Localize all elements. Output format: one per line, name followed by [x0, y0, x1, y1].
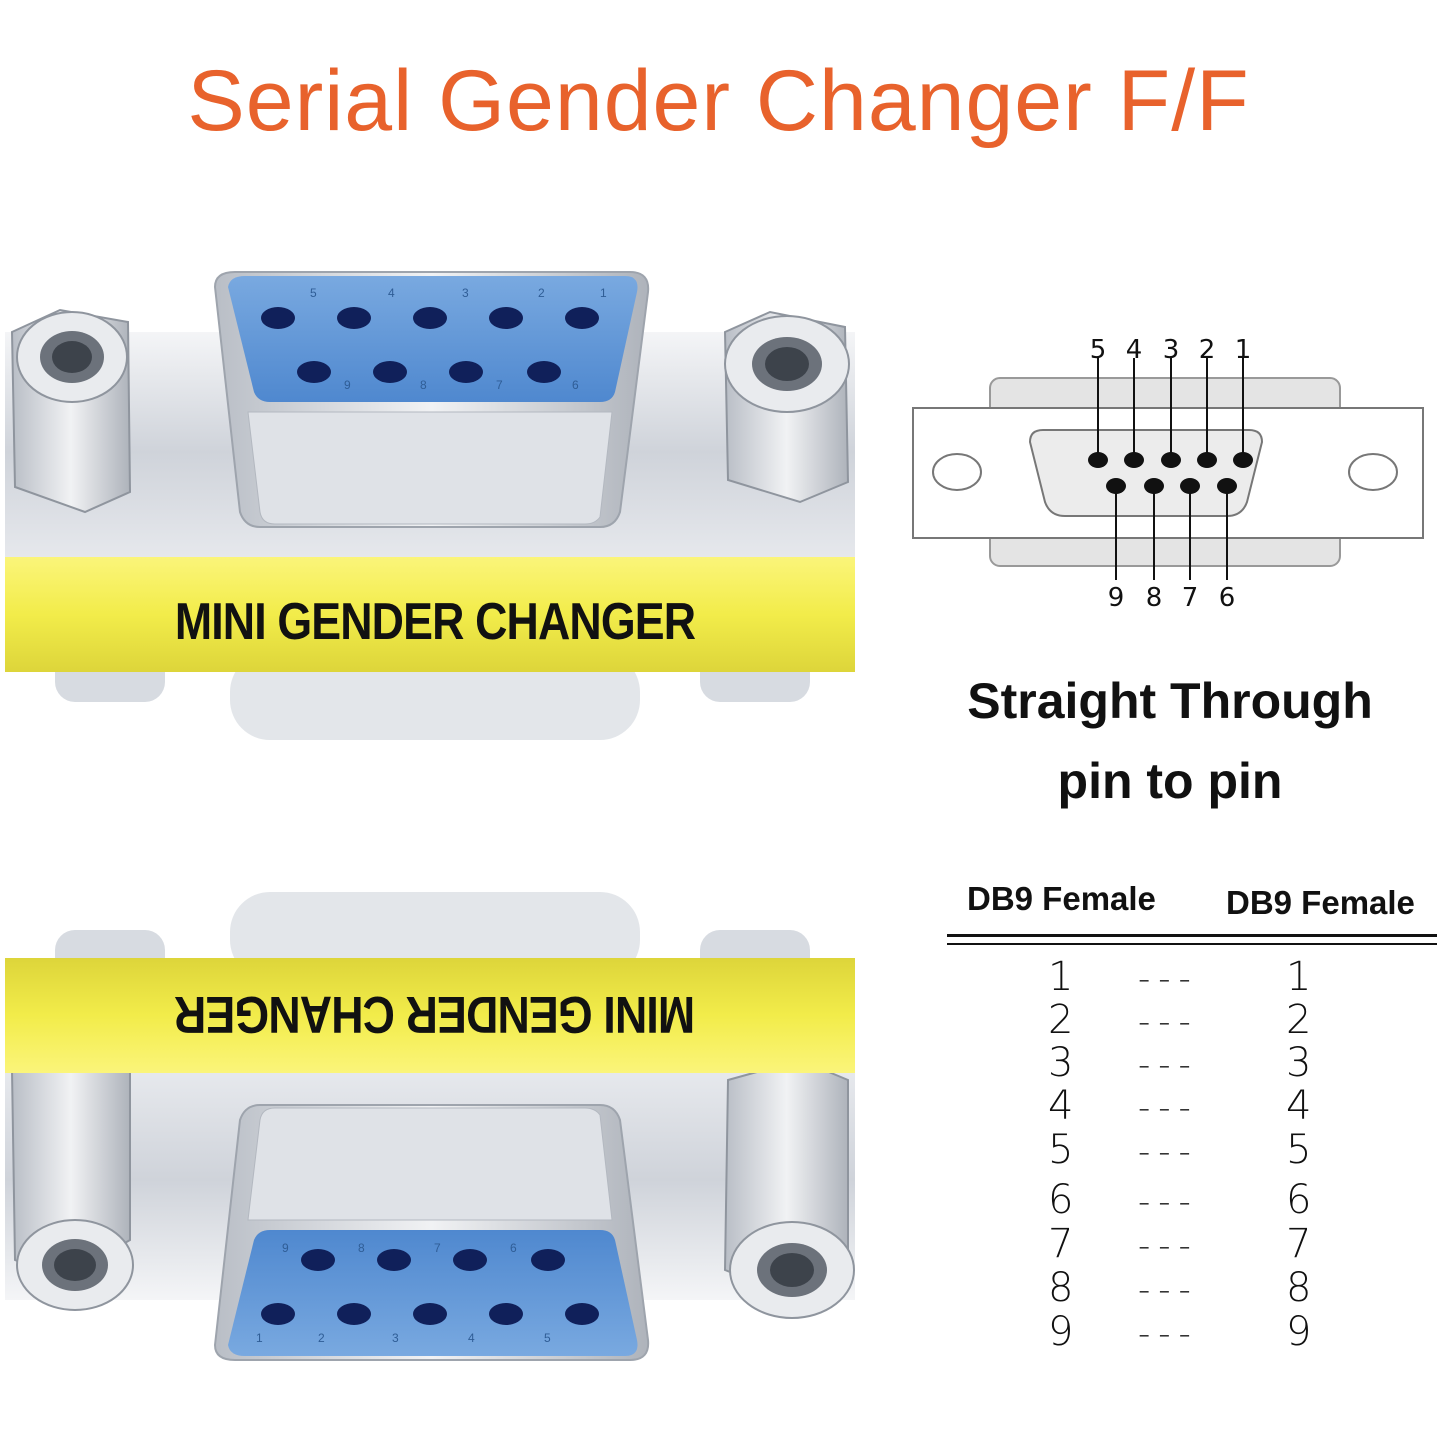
table-cell-separator: --- — [1138, 1045, 1199, 1085]
pinout-label: 5 — [1090, 335, 1107, 365]
svg-text:8: 8 — [420, 378, 427, 392]
table-cell-separator: --- — [1138, 1182, 1199, 1222]
caption-line1: Straight Through — [967, 673, 1373, 729]
table-cell-separator: --- — [1138, 1270, 1199, 1310]
pinout-label: 7 — [1182, 583, 1199, 613]
table-cell-left: 6 — [1048, 1177, 1074, 1223]
table-cell-left: 8 — [1048, 1265, 1074, 1311]
table-cell-left: 4 — [1048, 1083, 1074, 1129]
table-cell-separator: --- — [1138, 1002, 1199, 1042]
pinout-label: 9 — [1108, 583, 1125, 613]
table-cell-right: 2 — [1286, 997, 1312, 1043]
table-cell-right: 8 — [1286, 1265, 1312, 1311]
svg-text:1: 1 — [256, 1331, 263, 1345]
svg-text:6: 6 — [510, 1241, 517, 1255]
gender-changer-top-illustration: 5 4 3 2 1 9 8 7 6 — [5, 271, 855, 740]
svg-text:4: 4 — [388, 286, 395, 300]
svg-text:5: 5 — [544, 1331, 551, 1345]
product-image-top: 5 4 3 2 1 9 8 7 6 MINI GENDER CHANGER — [0, 262, 870, 742]
table-cell-right: 4 — [1286, 1083, 1312, 1129]
table-header-rule — [947, 934, 1437, 937]
table-cell-right: 1 — [1286, 954, 1312, 1000]
table-cell-left: 1 — [1048, 954, 1074, 1000]
svg-text:3: 3 — [462, 286, 469, 300]
table-header-rule — [947, 943, 1437, 945]
table-cell-left: 7 — [1048, 1221, 1074, 1267]
svg-text:5: 5 — [310, 286, 317, 300]
svg-text:9: 9 — [344, 378, 351, 392]
db9-connector-drawing: 5 4 3 2 1 9 8 7 6 — [912, 335, 1424, 613]
table-cell-right: 3 — [1286, 1040, 1312, 1086]
svg-text:7: 7 — [434, 1241, 441, 1255]
gender-changer-bottom-illustration: 9 8 7 6 1 2 3 4 5 — [5, 892, 855, 1361]
table-cell-right: 7 — [1286, 1221, 1312, 1267]
svg-text:4: 4 — [468, 1331, 475, 1345]
svg-text:9: 9 — [282, 1241, 289, 1255]
table-header-right: DB9 Female — [1226, 884, 1415, 921]
table-cell-separator: --- — [1138, 1088, 1199, 1128]
svg-text:6: 6 — [572, 378, 579, 392]
pinout-label: 2 — [1199, 335, 1216, 365]
svg-text:7: 7 — [496, 378, 503, 392]
pinout-label: 3 — [1163, 335, 1180, 365]
band-label-top: MINI GENDER CHANGER — [174, 593, 696, 651]
pinout-label: 1 — [1235, 335, 1252, 365]
table-cell-separator: --- — [1138, 1314, 1199, 1354]
table-cell-separator: --- — [1138, 1226, 1199, 1266]
table-cell-separator: --- — [1138, 1132, 1199, 1172]
pinout-label: 8 — [1146, 583, 1163, 613]
svg-text:3: 3 — [392, 1331, 399, 1345]
pinout-label: 4 — [1126, 335, 1143, 365]
band-label-bottom: MINI GENDER CHANGER — [174, 985, 696, 1043]
svg-text:1: 1 — [600, 286, 607, 300]
table-cell-left: 9 — [1048, 1309, 1074, 1355]
table-cell-left: 2 — [1048, 997, 1074, 1043]
table-cell-left: 5 — [1048, 1127, 1074, 1173]
pinout-label: 6 — [1219, 583, 1236, 613]
table-cell-right: 6 — [1286, 1177, 1312, 1223]
product-image-bottom: 9 8 7 6 1 2 3 4 5 MINI GENDER CHANGER — [0, 890, 870, 1370]
page-title: Serial Gender Changer F/F — [187, 53, 1250, 149]
svg-text:2: 2 — [318, 1331, 325, 1345]
svg-text:8: 8 — [358, 1241, 365, 1255]
table-cell-right: 9 — [1286, 1309, 1312, 1355]
svg-text:2: 2 — [538, 286, 545, 300]
db9-pinout-diagram: 5 4 3 2 1 9 8 7 6 — [905, 330, 1430, 620]
table-header-left: DB9 Female — [967, 880, 1156, 917]
table-cell-left: 3 — [1048, 1040, 1074, 1086]
table-cell-separator: --- — [1138, 959, 1199, 999]
table-cell-right: 5 — [1286, 1127, 1312, 1173]
caption-line2: pin to pin — [1057, 753, 1283, 809]
